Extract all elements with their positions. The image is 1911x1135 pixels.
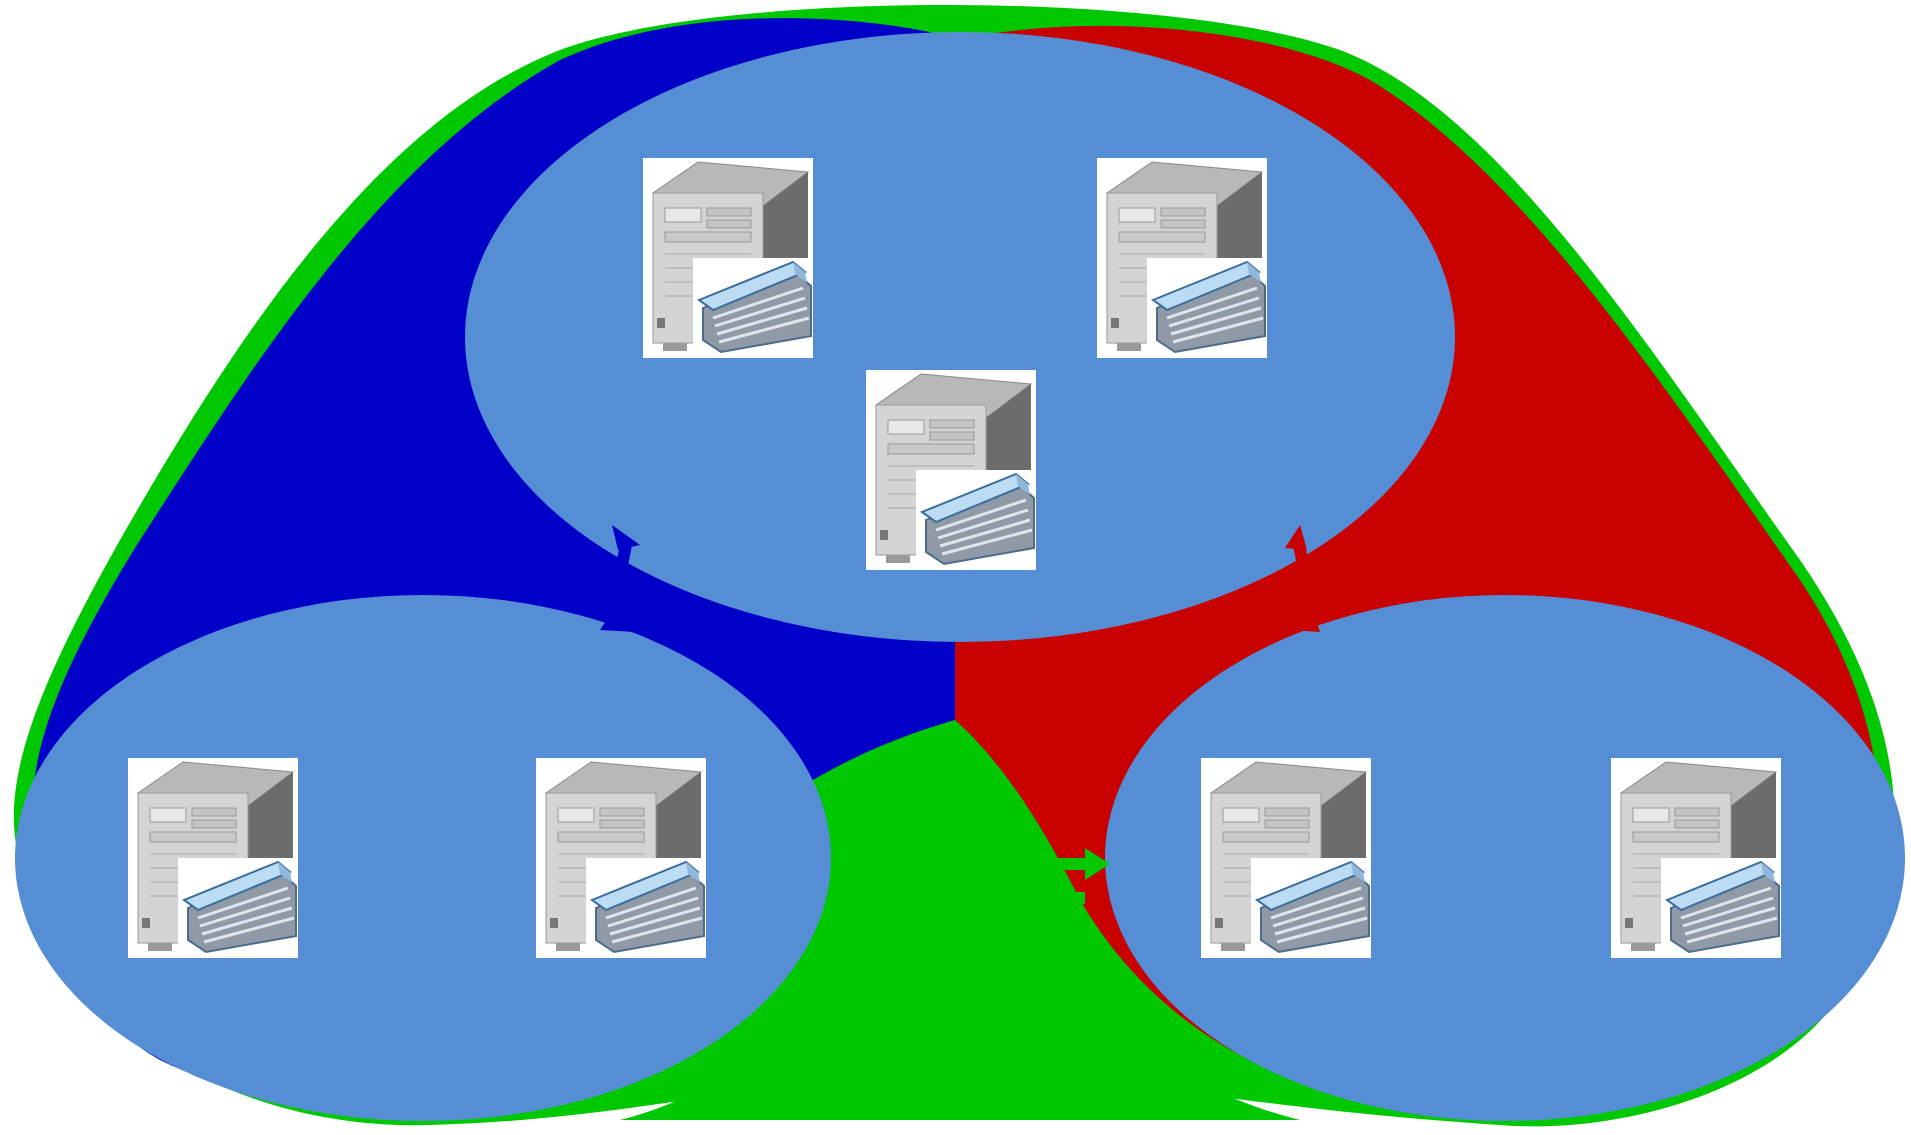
- green-double-arrow: [1045, 848, 1110, 904]
- blue-bidirectional-arrow: [600, 525, 640, 632]
- server-icon: [1609, 756, 1783, 960]
- green-wedge: [620, 722, 1300, 1120]
- server-icon: [534, 756, 708, 960]
- server-icon: [641, 156, 815, 360]
- bottom-left-cluster: [15, 595, 831, 1121]
- bottom-right-cluster: [1105, 595, 1905, 1121]
- server-icon: [1199, 756, 1373, 960]
- red-bidirectional-arrow: [1285, 525, 1320, 632]
- server-icon: [864, 368, 1038, 572]
- server-icon: [126, 756, 300, 960]
- server-icon: [1095, 156, 1269, 360]
